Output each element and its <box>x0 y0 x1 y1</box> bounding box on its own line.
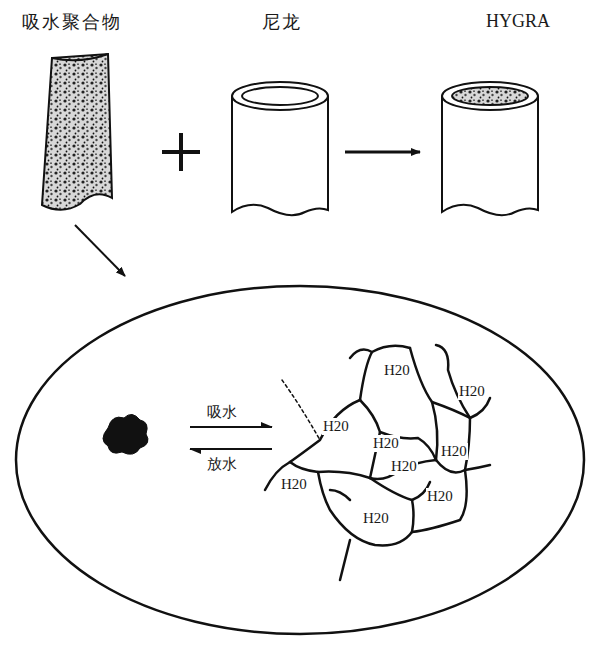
product-name: HYGRA <box>486 12 550 32</box>
water-label: H20 <box>362 510 390 527</box>
detail-ellipse <box>16 286 584 634</box>
hygra-fiber <box>442 82 538 215</box>
water-label: H20 <box>440 443 468 460</box>
polymer-network <box>265 345 490 580</box>
water-label: H20 <box>458 383 486 400</box>
polymer-rod <box>42 54 112 210</box>
nylon-tube <box>232 82 328 215</box>
water-label: H20 <box>383 362 411 379</box>
water-label: H20 <box>426 488 454 505</box>
water-label: H20 <box>322 418 350 435</box>
process-label: 放水 <box>207 456 237 473</box>
water-label: H20 <box>390 458 418 475</box>
process-label: 吸水 <box>207 404 237 421</box>
water-label: H20 <box>372 435 400 452</box>
dry-polymer <box>103 414 148 454</box>
water-label: H20 <box>280 476 308 493</box>
part-name: 吸水聚合物 <box>22 12 122 32</box>
part-name: 尼龙 <box>262 12 302 32</box>
